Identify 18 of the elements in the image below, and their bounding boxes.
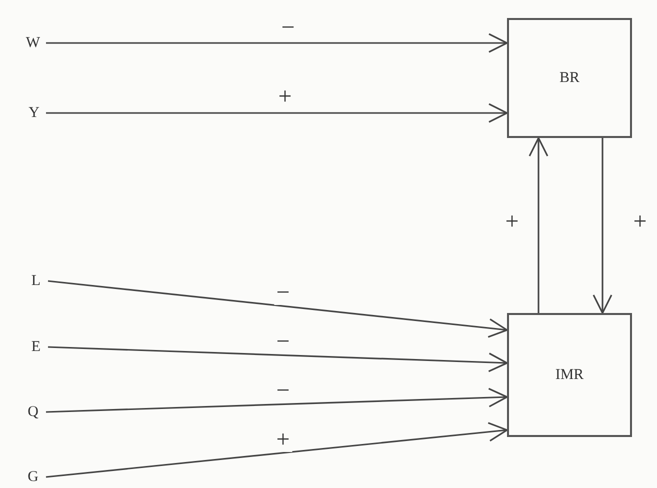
variable-label: L bbox=[26, 270, 46, 292]
arrow bbox=[528, 137, 548, 313]
box-label: IMR bbox=[555, 366, 584, 385]
variable-box bbox=[507, 18, 632, 138]
box-label: BR bbox=[559, 68, 580, 88]
variable-label: W bbox=[22, 32, 44, 54]
arrow bbox=[46, 422, 508, 478]
arrow bbox=[48, 346, 508, 372]
variable-box bbox=[507, 313, 632, 437]
variable-label: Q bbox=[22, 401, 44, 423]
arrow bbox=[46, 103, 508, 123]
variable-label: E bbox=[26, 336, 46, 358]
variable-label: G bbox=[22, 466, 44, 488]
arrow bbox=[48, 280, 508, 338]
variable-label: Y bbox=[24, 102, 44, 124]
arrow bbox=[46, 33, 508, 53]
arrow bbox=[46, 388, 508, 413]
arrow bbox=[592, 138, 612, 314]
